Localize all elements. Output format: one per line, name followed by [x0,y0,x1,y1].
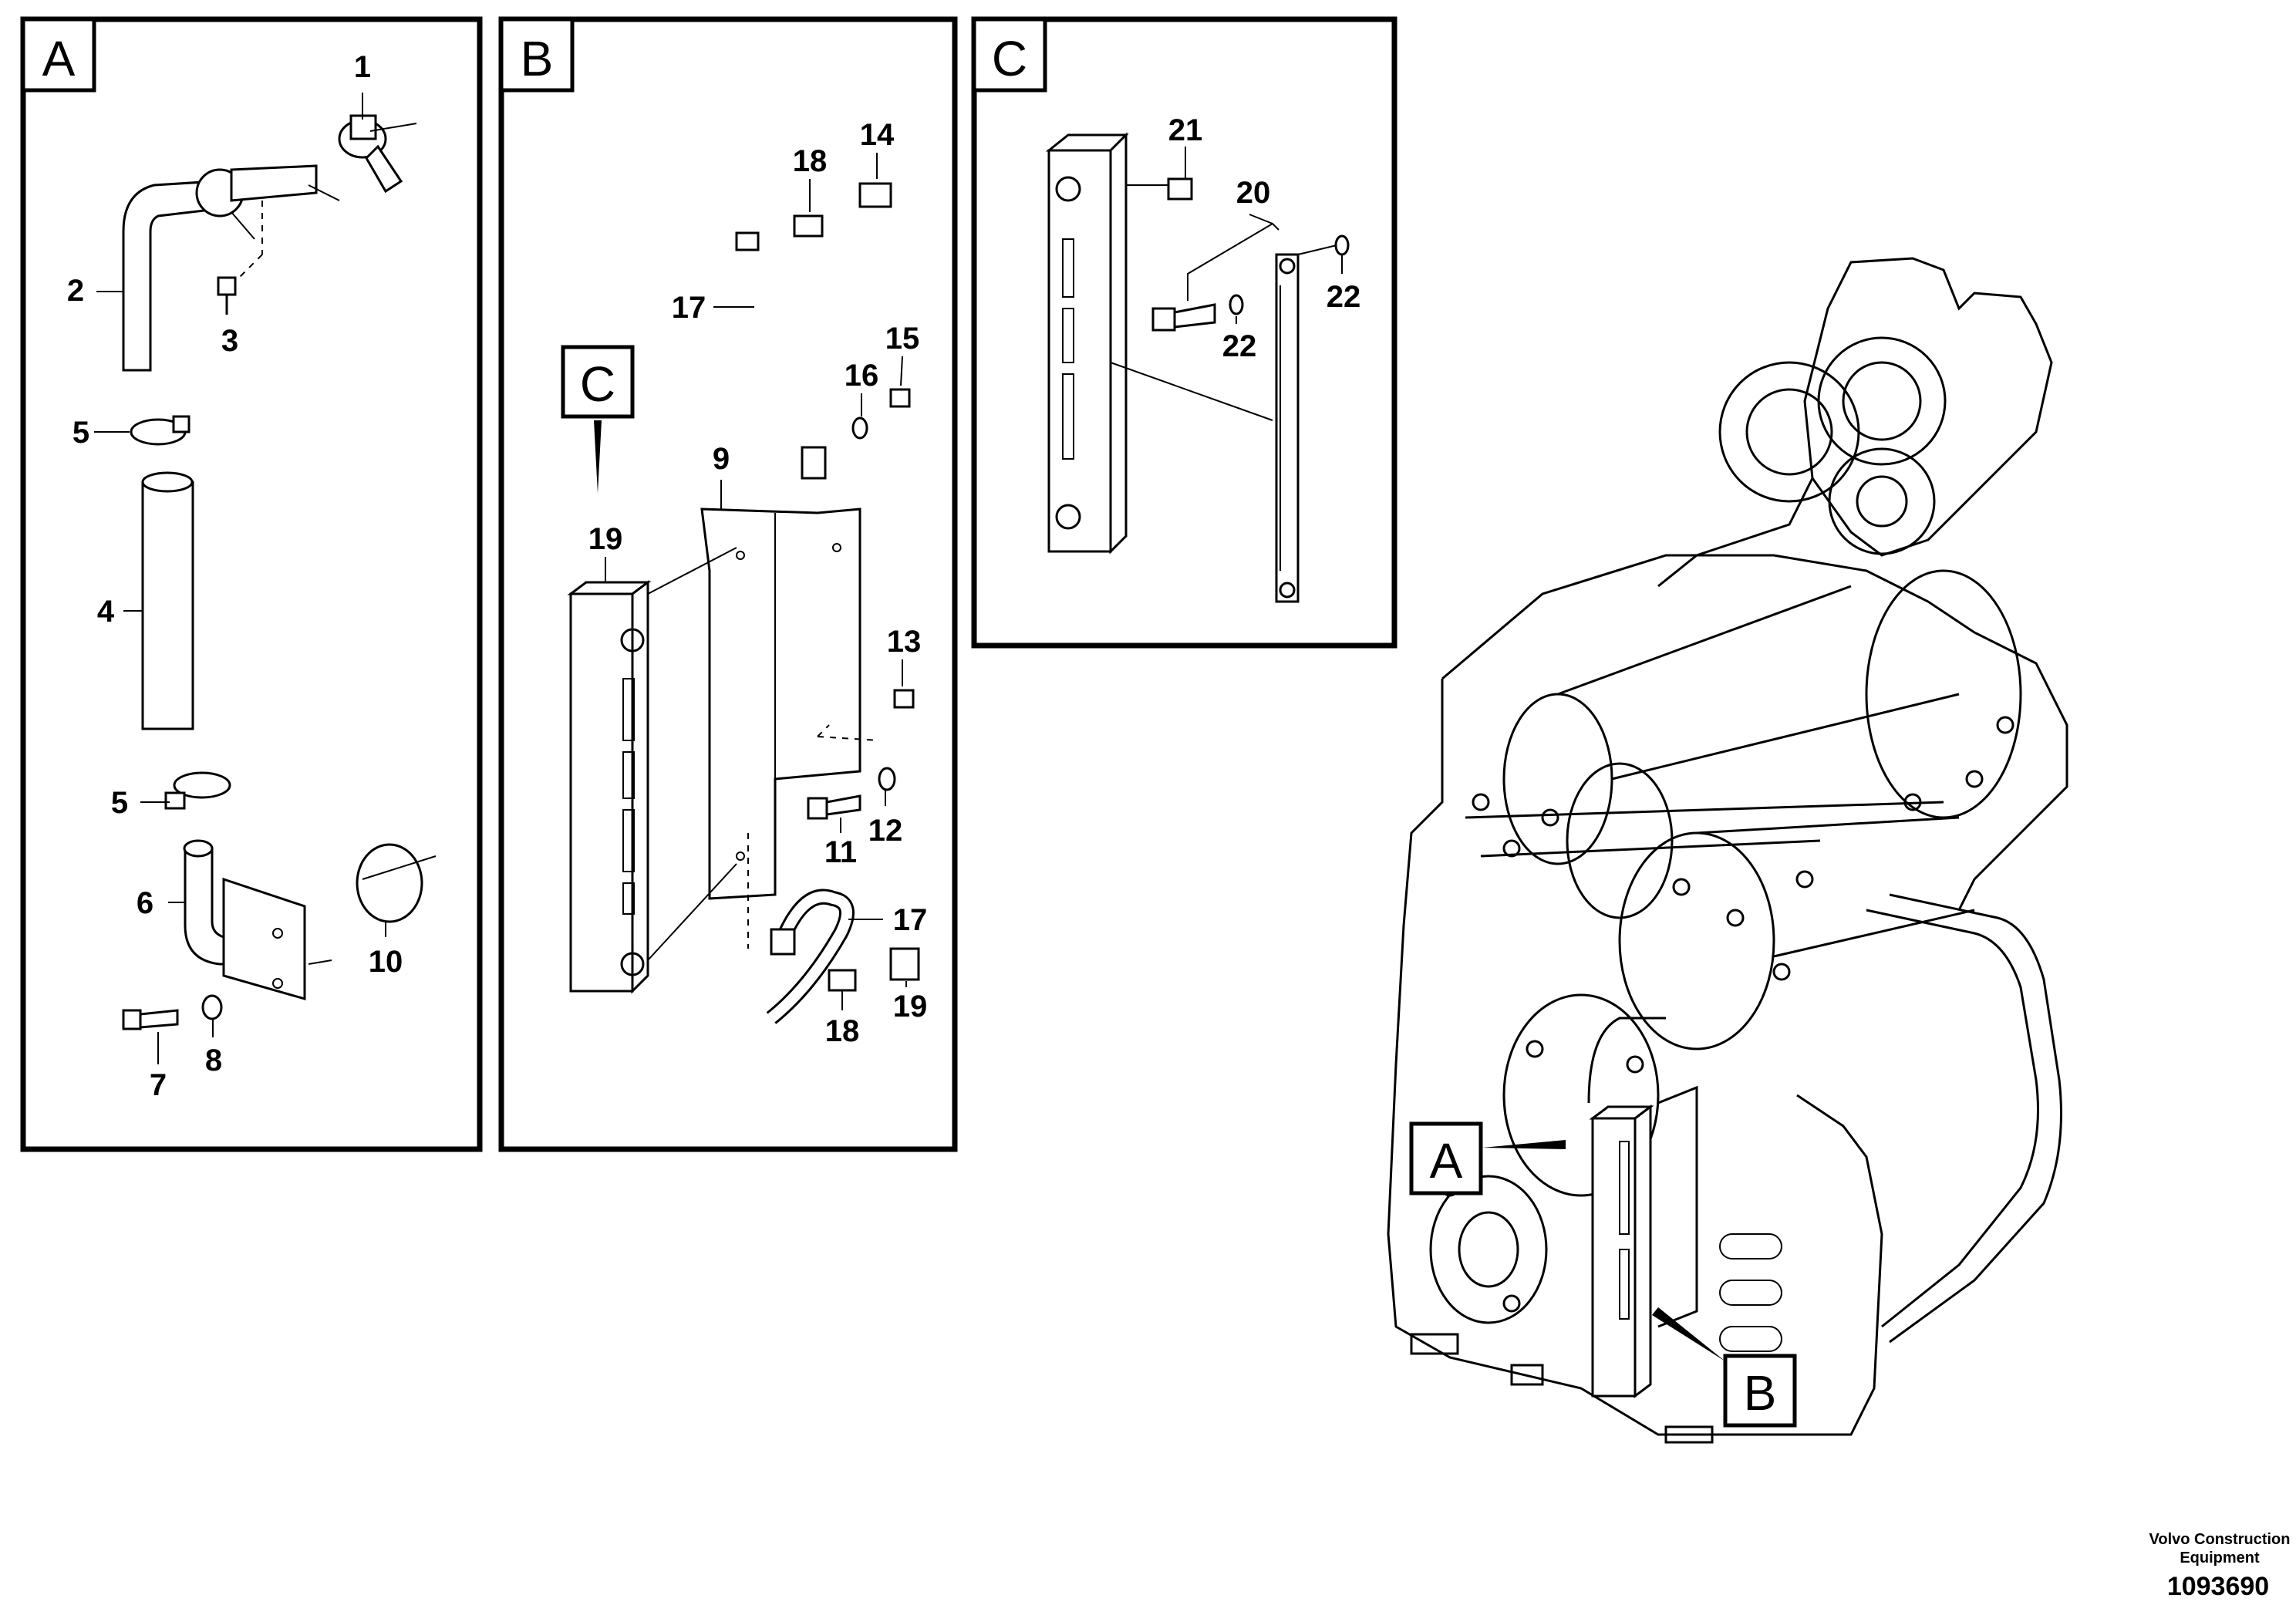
part-10 [356,843,437,923]
part-12 [878,767,896,791]
panel-b-c-callout-arrow [594,420,602,494]
panel-a-letter-box [21,17,96,93]
part-5-bottom [164,771,231,810]
label-1: 1 [354,50,371,84]
part-21 [1126,177,1193,201]
label-17-top: 17 [672,291,706,325]
part-11 [807,724,880,820]
label-17-bottom: 17 [893,903,928,937]
part-15 [889,388,911,408]
label-14: 14 [860,118,895,152]
part-2 [122,164,340,372]
label-12: 12 [868,814,903,848]
transmission-assembly [1387,257,2068,1444]
label-18-top: 18 [793,144,828,178]
label-5-bottom: 5 [111,786,128,820]
part-22-left [1229,294,1244,315]
label-3: 3 [221,324,238,358]
part-22-right [1334,234,1350,256]
label-22-left: 22 [1222,329,1257,363]
label-6: 6 [137,886,153,920]
panel-a-letter: A [42,31,76,86]
panel-c-letter-box [972,17,1047,93]
label-7: 7 [150,1068,167,1102]
part-18-bottom [828,969,857,992]
panel-c-letter: C [992,31,1027,86]
panel-b-c-callout-box [561,345,635,419]
panel-b: B C [498,16,958,1152]
part-19-bottom [889,947,920,981]
part-20 [1275,253,1300,603]
part-9 [647,508,861,961]
panel-b-c-callout-letter: C [580,356,615,412]
callout-a: A [1409,1121,1566,1195]
label-19-right: 19 [893,990,928,1023]
part-19 [567,580,652,994]
callout-b: B [1652,1307,1797,1428]
part-17-top [735,231,827,480]
part-8 [201,994,223,1020]
part-5-top [130,415,190,446]
sight-glass-body [1045,132,1273,555]
label-20: 20 [1236,176,1271,210]
callout-a-letter: A [1430,1133,1463,1189]
company-line-2: Equipment [2180,1549,2260,1566]
label-13: 13 [887,625,922,659]
company-line-1: Volvo Construction [2149,1531,2291,1548]
drawing-number: 1093690 [2167,1572,2269,1601]
label-11: 11 [824,835,857,869]
footer: Volvo Construction Equipment 1093690 [2149,1531,2291,1601]
part-13 [893,689,915,709]
label-21: 21 [1168,113,1203,147]
part-20-bolt [1151,303,1216,332]
label-9: 9 [713,442,730,476]
panel-a: A [20,16,483,1152]
label-4: 4 [97,595,115,629]
label-2: 2 [67,274,84,308]
label-8: 8 [205,1044,222,1077]
part-3 [217,254,263,315]
part-17-bottom [747,833,855,1024]
part-18-top [793,214,824,238]
part-1 [338,114,417,194]
part-6 [183,839,306,1000]
label-5-top: 5 [72,416,89,450]
callout-b-letter: B [1744,1365,1777,1421]
part-4 [141,471,194,730]
part-16 [851,416,868,440]
label-19-left: 19 [588,522,623,556]
label-16: 16 [845,359,879,393]
label-10: 10 [369,945,403,979]
panel-c: C [971,16,1397,649]
panel-b-letter: B [521,31,554,86]
part-14 [858,182,892,208]
label-18-bottom: 18 [825,1014,860,1048]
part-7 [122,1009,179,1030]
label-22-right: 22 [1327,280,1361,314]
label-15: 15 [885,322,920,356]
panel-b-letter-box [499,17,575,93]
